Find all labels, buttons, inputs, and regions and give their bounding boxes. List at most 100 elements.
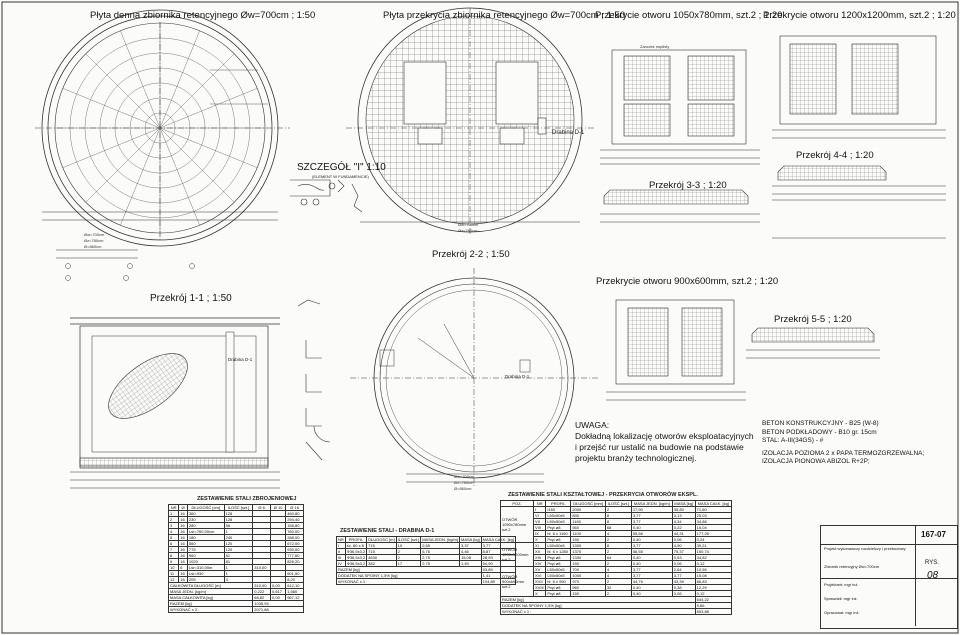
table-cell: ść. 80 x 8 (344, 542, 368, 549)
section-3-3 (600, 189, 760, 223)
dim-s22-outer: Øz=780cm (454, 480, 474, 485)
table-cell: WYKONAĆ x 1 : (336, 578, 482, 585)
bar-details (297, 299, 331, 461)
ladder-label-plan: Drabina D-1 (552, 130, 585, 136)
dim-inner-dia: Øw=700cm (84, 232, 105, 237)
dim-s22-inner: Øw=700cm (454, 474, 475, 479)
spec-line-4: IZOLACJA POZIOMA 2 x PAPA TERMOZGRZEWALN… (762, 449, 925, 457)
title-section-5-5: Przekrój 5-5 ; 1:20 (774, 314, 852, 325)
drawing-number-label: RYS. (925, 560, 939, 566)
note-line-1: Dokładną lokalizację otworów eksploatacy… (575, 431, 754, 441)
section-2-2 (350, 268, 598, 488)
table-cell: Ф36,5x3,2 (344, 560, 368, 567)
table-cell: ILOŚĆ [szt.] (223, 504, 254, 511)
table-summary-row: WYKONAĆ x 1 :104,89 (336, 578, 517, 585)
table-cell: MASA [kg] (671, 500, 696, 507)
table-cell: WYKONAĆ x 1 : (500, 608, 696, 615)
plan-dims (56, 249, 195, 281)
note-line-2: i przejść rur ustalić na budowie na pods… (575, 442, 744, 452)
title-block-project: Projekt wykonawczy rozdzielczy i przebud… (824, 546, 906, 551)
spec-line-2: BETON PODKŁADOWY - B10 gr. 15cm (762, 428, 877, 436)
section-4-4 (772, 165, 946, 239)
table-cell: Ф36,5x3,2 (344, 548, 368, 555)
title-section-1-1: Przekrój 1-1 ; 1:50 (150, 293, 232, 304)
dim-s22-base: Ø=860cm (454, 486, 472, 491)
title-block-draughtsman: Opracował: mgr inż. (824, 610, 860, 615)
title-block-designer: Projektant: mgr inż. (824, 582, 859, 587)
table-cell: DŁUGOŚĆ [cm] (186, 504, 225, 511)
title-detail-i: SZCZEGÓŁ "I" 1:10 (297, 162, 386, 173)
table-cell: 653,88 (694, 608, 733, 615)
top-plate-plan (346, 7, 596, 236)
group-name-cell: OTWÓR 1200x1200mm szt.2 (500, 542, 534, 567)
opening-1050-plan (600, 49, 760, 165)
note-block: UWAGA: Dokładną lokalizację otworów eksp… (575, 420, 754, 464)
table-cell: bl. 6 x 1280 (545, 548, 572, 555)
table-cell: ILOŚĆ [szt.] (604, 500, 632, 507)
dim-top-inner: Øw=700cm (458, 222, 479, 227)
section-1-1 (70, 317, 280, 489)
ladder-table-caption: ZESTAWIENIE STALI - DRABINA D-1 (340, 528, 435, 534)
drawing-number: 08 (927, 570, 939, 581)
title-opening-1050: Przekrycie otworu 1050x780mm, szt.2 ; 1:… (595, 10, 783, 21)
table-cell: MASA JEDN. [kg/m] (630, 500, 673, 507)
table-cell: 2071,88 (252, 606, 304, 613)
table-cell: ILOŚĆ [szt.] (395, 536, 422, 543)
opening-1200-plan (772, 35, 946, 139)
spec-line-5: IZOLACJA PIONOWA ABIZOL R+2P; (762, 458, 870, 465)
sheet-number: 167-07 (921, 530, 946, 539)
title-section-3-3: Przekrój 3-3 ; 1:20 (649, 180, 727, 191)
detail-note: (ELEMENT W FUNDAMENCIE) (312, 174, 369, 179)
opening-1050-label: Zarodek mętlisty (640, 44, 670, 49)
table-cell: DŁUGOŚĆ [mm] (570, 500, 606, 507)
title-block: Projekt wykonawczy rozdzielczy i przebud… (820, 525, 958, 629)
dim-outer-dia: Øz=780cm (84, 238, 104, 243)
profiles-table-caption: ZESTAWIENIE STALI KSZTAŁTOWEJ - PRZEKRYC… (508, 492, 698, 498)
title-section-2-2: Przekrój 2-2 ; 1:50 (432, 249, 510, 260)
table-summary-row: WYKONAĆ x 2 :2071,88 (167, 606, 304, 613)
spec-line-1: BETON KONSTRUKCYJNY - B25 (W-8) (762, 420, 879, 427)
dim-top-outer: Øz=780cm (458, 228, 478, 233)
title-opening-1200: Przekrycie otworu 1200x1200mm, szt.2 ; 1… (763, 10, 956, 21)
title-block-drawing: Zbiornik retencyjny Øw=700cm (824, 564, 880, 569)
note-line-3: projektu branży technologicznej. (575, 453, 697, 463)
table-cell: NR (336, 536, 346, 543)
group-name-cell: OTWÓR 1050x780mm szt.2 (500, 506, 534, 543)
ladder-label-section11: Drabina D-1 (228, 357, 253, 362)
table-cell: Ф36,5x3,2 (344, 554, 368, 561)
dim-base-dia: Ø=860cm (84, 244, 102, 249)
table-cell: MASA JEDN. [kg/m] (420, 536, 460, 543)
section-5-5 (746, 327, 880, 359)
detail-i (290, 179, 363, 213)
table-cell: MASA [kg] (458, 536, 482, 543)
bottom-plate-plan (35, 9, 290, 247)
title-section-4-4: Przekrój 4-4 ; 1:20 (796, 150, 874, 161)
title-opening-900: Przekrycie otworu 900x600mm, szt.2 ; 1:2… (596, 276, 779, 287)
spec-block: BETON KONSTRUKCYJNY - B25 (W-8) BETON PO… (762, 420, 924, 467)
title-block-checker: Sprawdził: mgr inż. (824, 596, 858, 601)
table-summary-row: WYKONAĆ x 1 :653,88 (500, 608, 733, 615)
ladder-label-section22: Drabina D-1 (505, 374, 530, 379)
spec-line-3: STAL: A-III(34GS) - # (762, 437, 824, 444)
note-title: UWAGA: (575, 420, 610, 430)
table-cell: WYKONAĆ x 2 : (167, 606, 254, 613)
